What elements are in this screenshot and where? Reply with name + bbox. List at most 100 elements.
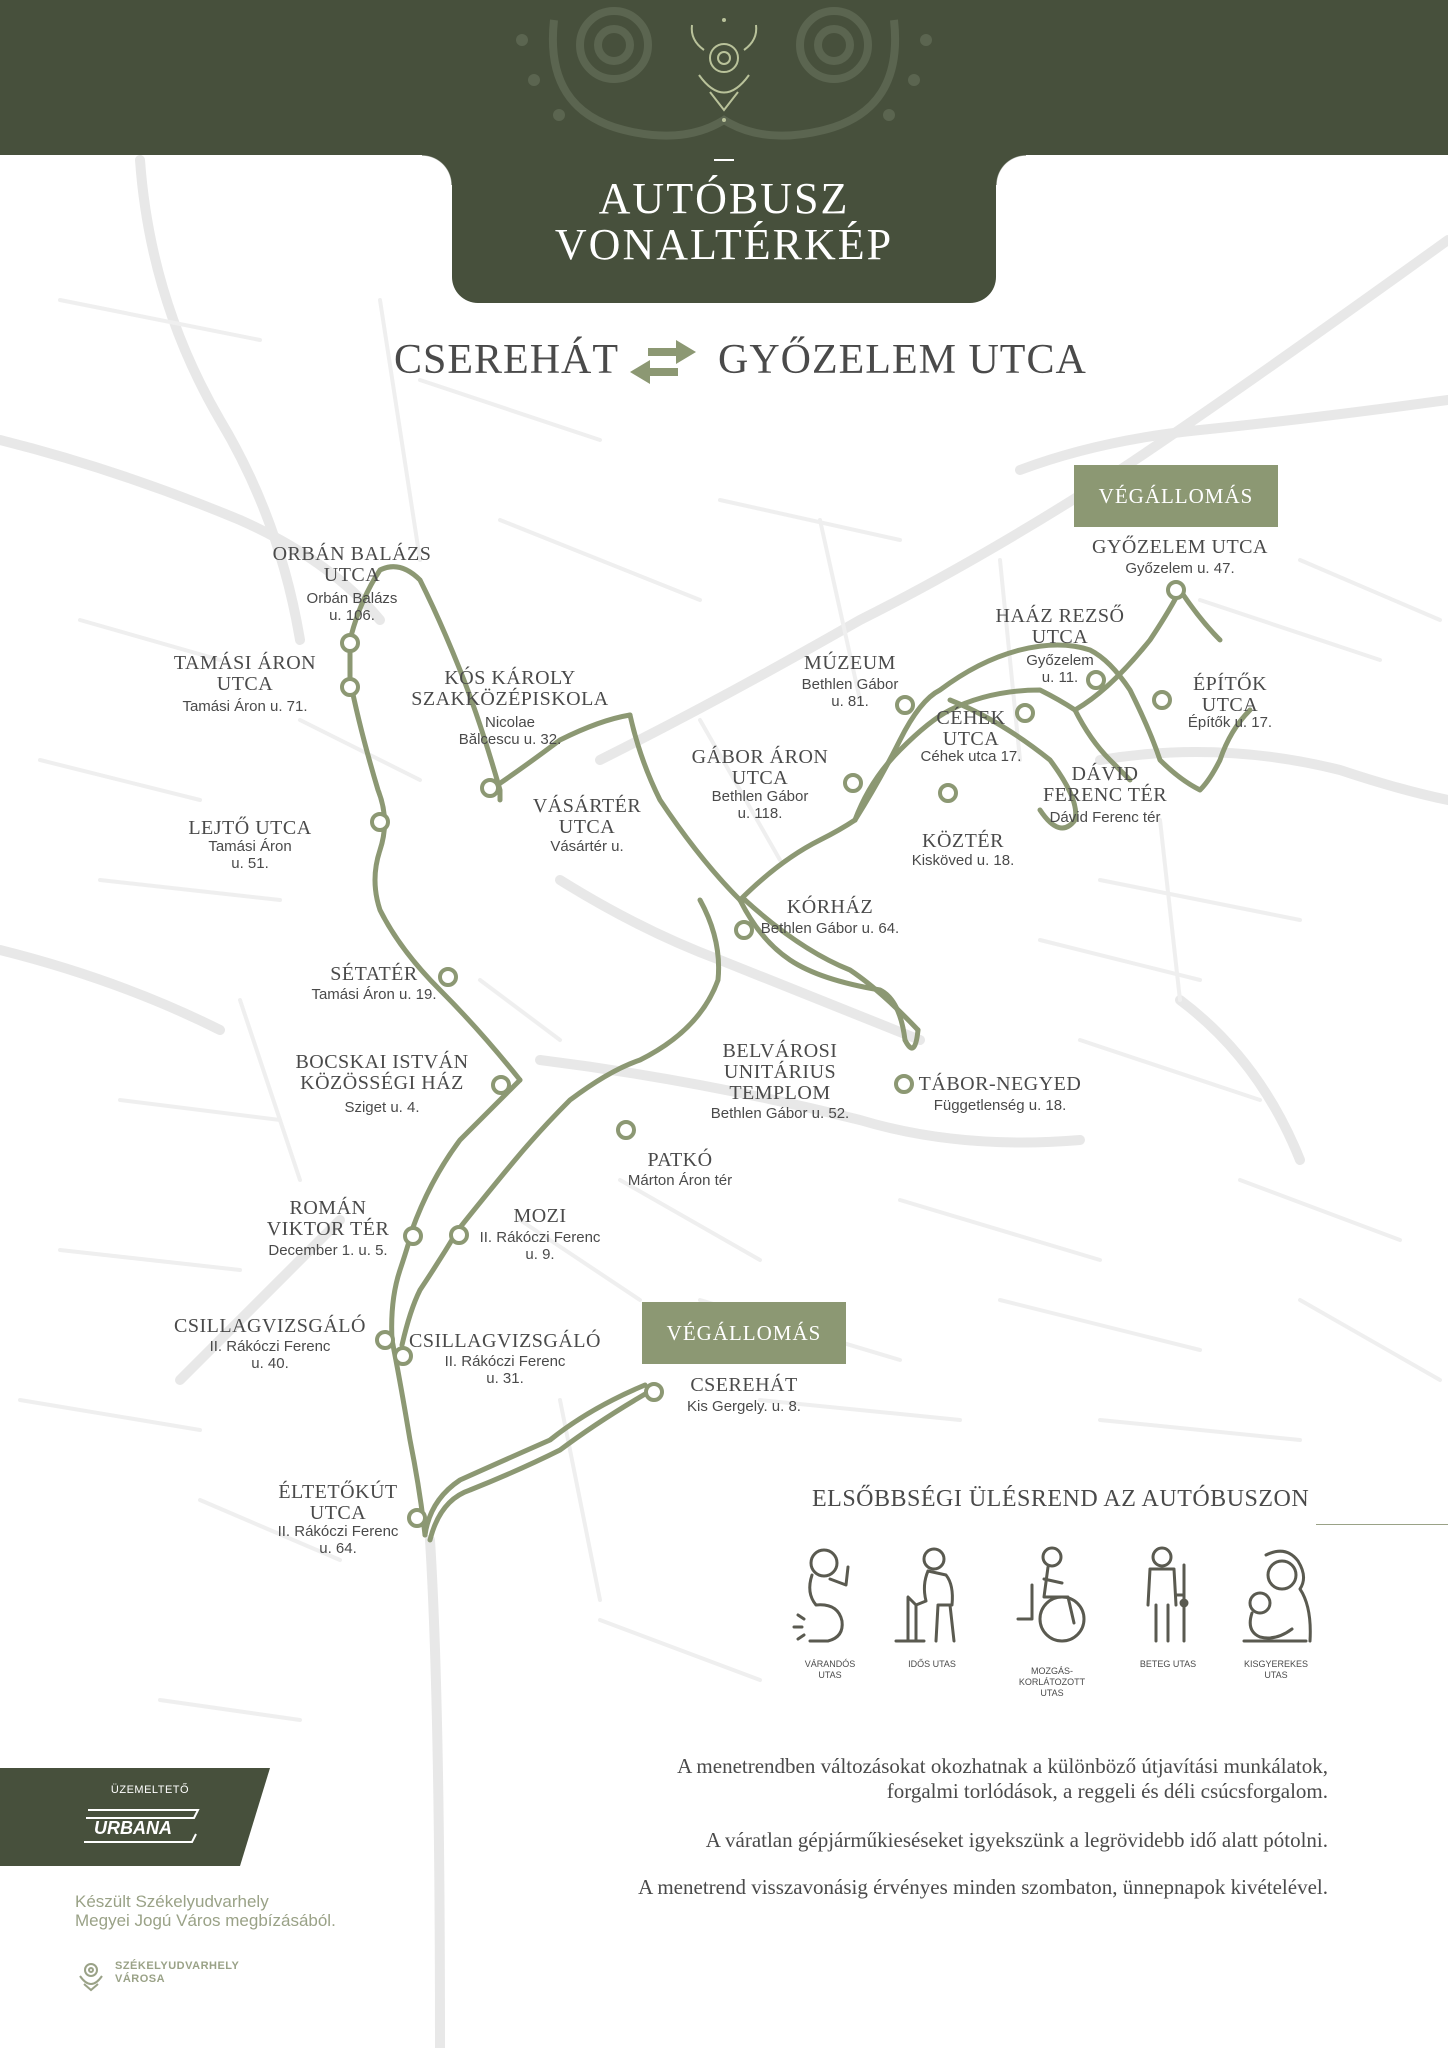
operator-label: ÜZEMELTETŐ: [110, 1784, 190, 1796]
seat-label-pregnant: VÁRANDÓS UTAS: [804, 1659, 856, 1680]
stop-cserehat-address: Kis Gergely. u. 8.: [687, 1398, 801, 1415]
stop-marker: [1166, 580, 1186, 600]
seat-label-parent-child: KISGYEREKES UTAS: [1243, 1659, 1309, 1680]
stop-belvarosi-name: BELVÁROSI UNITÁRIUS TEMPLOM: [722, 1040, 838, 1104]
stop-mozi-address: II. Rákóczi Ferenc u. 9.: [479, 1229, 601, 1263]
elderly-passenger-icon: [894, 1547, 956, 1643]
stop-marker: [491, 1075, 511, 1095]
seat-label-reduced-mobility: MOZGÁS- KORLÁTOZOTT UTAS: [1018, 1666, 1086, 1698]
wheelchair-passenger-icon: [1016, 1546, 1086, 1643]
stop-cehek-address: Céhek utca 17.: [920, 748, 1022, 765]
stop-marker: [1015, 703, 1035, 723]
stop-marker: [370, 812, 390, 832]
seat-label-sick: BETEG UTAS: [1139, 1659, 1197, 1669]
stop-haaz-address: Győzelem u. 11.: [1026, 652, 1094, 686]
stop-roman-address: December 1. u. 5.: [268, 1242, 388, 1259]
stop-muzeum-address: Bethlen Gábor u. 81.: [801, 676, 899, 710]
sick-passenger-icon: [1146, 1546, 1189, 1643]
stop-gabor-address: Bethlen Gábor u. 118.: [711, 788, 809, 822]
stop-eltetokut-name: ÉLTETŐKÚT UTCA: [278, 1481, 398, 1524]
route-destination: GYŐZELEM UTCA: [718, 337, 1087, 383]
stop-kos-address: Nicolae Bălcescu u. 32.: [458, 714, 562, 748]
stop-marker: [407, 1508, 427, 1528]
stop-csillagvizsgalo-west-name: CSILLAGVIZSGÁLÓ: [174, 1315, 366, 1337]
stop-setater-name: SÉTATÉR: [330, 963, 418, 985]
stop-csillagvizsgalo-east-address: II. Rákóczi Ferenc u. 31.: [444, 1353, 566, 1387]
stop-orban-address: Orbán Balázs u. 106.: [306, 590, 398, 624]
stop-gabor-name: GÁBOR ÁRON UTCA: [691, 746, 829, 789]
parent-with-child-icon: [1242, 1549, 1312, 1643]
priority-seating-title: ELSŐBBSÉGI ÜLÉSREND AZ AUTÓBUSZON: [812, 1486, 1310, 1512]
notice-vehicle-replacement: A váratlan gépjárműkieséseket igyekszünk…: [705, 1828, 1328, 1852]
divider: [1316, 1524, 1448, 1525]
stop-cserehat-name: CSEREHÁT: [690, 1374, 798, 1396]
notice-schedule-changes: A menetrendben változásokat okozhatnak a…: [677, 1754, 1328, 1803]
stop-marker: [843, 773, 863, 793]
stop-marker: [480, 778, 500, 798]
stop-tamasi-address: Tamási Áron u. 71.: [182, 698, 308, 715]
stop-gyozelem-name: GYŐZELEM UTCA: [1092, 536, 1268, 558]
stop-lejto-address: Tamási Áron u. 51.: [208, 838, 292, 872]
stop-haaz-name: HAÁZ REZSŐ UTCA: [995, 605, 1125, 648]
stop-lejto-name: LEJTŐ UTCA: [188, 817, 312, 839]
stop-david-name: DÁVID FERENC TÉR: [1042, 763, 1168, 806]
terminus-badge-north: VÉGÁLLOMÁS: [1074, 465, 1278, 527]
stop-koztér-name: KÖZTÉR: [922, 830, 1004, 852]
stop-marker: [895, 695, 915, 715]
stop-marker: [340, 677, 360, 697]
seat-label-elderly: IDŐS UTAS: [908, 1659, 956, 1669]
stop-vasarter-address: Vásártér u.: [550, 838, 624, 855]
stop-marker: [616, 1120, 636, 1140]
stop-epitok-name: ÉPÍTŐK UTCA: [1192, 673, 1268, 716]
stop-muzeum-name: MÚZEUM: [804, 652, 896, 674]
commission-credit: Készült Székelyudvarhely Megyei Jogú Vár…: [75, 1892, 336, 1930]
stop-csillagvizsgalo-west-address: II. Rákóczi Ferenc u. 40.: [209, 1338, 331, 1372]
title-box: AUTÓBUSZ VONALTÉRKÉP: [422, 155, 1026, 303]
stop-marker: [449, 1225, 469, 1245]
route-origin: CSEREHÁT: [394, 337, 620, 383]
stop-marker: [1086, 670, 1106, 690]
stop-bocskai-name: BOCSKAI ISTVÁN KÖZÖSSÉGI HÁZ: [295, 1051, 469, 1094]
stop-epitok-address: Építők u. 17.: [1187, 714, 1273, 731]
stop-marker: [393, 1346, 413, 1366]
notice-validity: A menetrend visszavonásig érvényes minde…: [638, 1875, 1328, 1899]
ornament-icon: [516, 7, 932, 140]
city-logo-text: SZÉKELYUDVARHELY VÁROSA: [115, 1960, 240, 1985]
stop-marker: [403, 1226, 423, 1246]
stop-tabor-address: Függetlenség u. 18.: [933, 1097, 1067, 1114]
stop-marker: [894, 1074, 914, 1094]
page-title-line2: VONALTÉRKÉP: [554, 220, 894, 269]
stop-belvarosi-address: Bethlen Gábor u. 52.: [710, 1105, 850, 1122]
stop-marker: [1152, 690, 1172, 710]
page-title-line1: AUTÓBUSZ: [598, 174, 850, 223]
header-band: [0, 0, 1448, 155]
stop-korhaz-name: KÓRHÁZ: [786, 896, 874, 918]
stop-cehek-name: CÉHEK UTCA: [936, 707, 1006, 750]
stop-kos-name: KÓS KÁROLY SZAKKÖZÉPISKOLA: [411, 667, 609, 710]
stop-marker: [375, 1330, 395, 1350]
stop-csillagvizsgalo-east-name: CSILLAGVIZSGÁLÓ: [409, 1330, 601, 1352]
stop-marker: [734, 920, 754, 940]
terminus-badge-south: VÉGÁLLOMÁS: [642, 1302, 846, 1364]
stop-david-address: Dávid Ferenc tér: [1049, 809, 1161, 826]
stop-eltetokut-address: II. Rákóczi Ferenc u. 64.: [277, 1523, 399, 1557]
stop-marker: [340, 633, 360, 653]
stop-patko-address: Márton Áron tér: [627, 1172, 733, 1189]
stop-korhaz-address: Bethlen Gábor u. 64.: [760, 920, 900, 937]
stop-marker: [938, 783, 958, 803]
pregnant-passenger-icon: [792, 1548, 850, 1643]
urbana-logo: URBANA: [84, 1809, 200, 1843]
stop-marker: [438, 967, 458, 987]
stop-koztér-address: Kisköved u. 18.: [911, 852, 1015, 869]
stop-orban-name: ORBÁN BALÁZS UTCA: [272, 543, 432, 586]
stop-bocskai-address: Sziget u. 4.: [344, 1099, 420, 1116]
stop-roman-name: ROMÁN VIKTOR TÉR: [266, 1197, 390, 1240]
stop-marker: [644, 1382, 664, 1402]
city-crest-icon: [79, 1963, 103, 1992]
stop-gyozelem-address: Győzelem u. 47.: [1125, 560, 1235, 577]
stop-patko-name: PATKÓ: [647, 1149, 713, 1171]
stop-setater-address: Tamási Áron u. 19.: [311, 986, 437, 1003]
